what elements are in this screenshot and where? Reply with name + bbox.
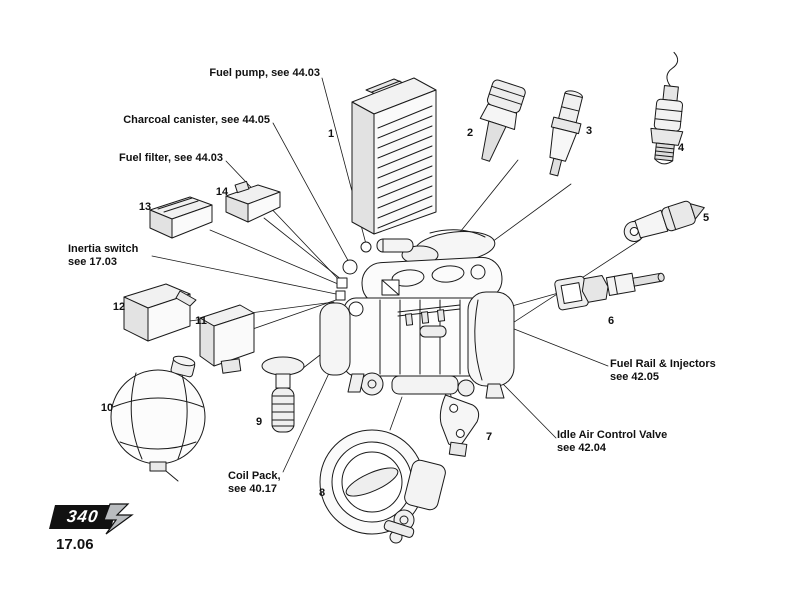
brand-logo-text: 340 [66, 507, 101, 526]
coil-pack-symbol [348, 301, 364, 317]
part-number-13: 13 [138, 201, 152, 213]
inertia-switch-symbol [335, 290, 346, 301]
part-number-8: 8 [318, 487, 326, 499]
callout-coil-pack-line2: see 40.17 [228, 483, 277, 495]
part-number-7: 7 [485, 431, 493, 443]
part-14-relay [225, 180, 281, 223]
callout-fuel-rail-line1: Fuel Rail & Injectors [610, 358, 716, 370]
part-4-oxygen-sensor [650, 51, 684, 165]
part-8-throttle-body [319, 429, 446, 544]
callout-fuel-filter: Fuel filter, see 44.03 [119, 152, 223, 164]
relay-box-symbol [381, 279, 400, 296]
callout-coil-pack-line1: Coil Pack, [228, 470, 281, 482]
callout-inertia-switch: Inertia switch see 17.03 [68, 243, 138, 269]
part-3-sensor [549, 90, 583, 177]
callout-inertia-switch-line1: Inertia switch [68, 243, 139, 255]
part-1-ecu [351, 77, 437, 235]
part-5-crank-sensor [623, 200, 705, 242]
fuel-pump-symbol [360, 238, 414, 253]
brand-logo: 340 [49, 503, 136, 535]
callout-inertia-switch-line2: see 17.03 [68, 256, 117, 268]
part-12-module [123, 283, 197, 342]
fuel-rail-and-injectors [397, 304, 461, 326]
callout-fuel-pump: Fuel pump, see 44.03 [209, 67, 320, 79]
part-number-14: 14 [215, 186, 229, 198]
part-13-relay [149, 196, 213, 239]
callout-idle-air: Idle Air Control Valve see 42.04 [557, 429, 667, 455]
callout-fuel-rail: Fuel Rail & Injectors see 42.05 [610, 358, 716, 384]
part-number-1: 1 [327, 128, 335, 140]
part-9-cam-sensor [261, 356, 305, 433]
part-7-throttle-position-sensor [439, 394, 480, 457]
engine-assembly [319, 229, 515, 399]
brand-logo-swoosh-icon [104, 503, 134, 535]
part-11-module [199, 304, 255, 374]
part-number-10: 10 [100, 402, 114, 414]
fuel-filter-symbol [336, 277, 348, 289]
part-number-4: 4 [677, 142, 685, 154]
callout-idle-air-line1: Idle Air Control Valve [557, 429, 668, 441]
idle-air-control-valve [419, 325, 447, 338]
charcoal-canister-symbol [342, 259, 358, 275]
section-number: 17.06 [56, 536, 94, 553]
callout-fuel-rail-line2: see 42.05 [610, 371, 659, 383]
part-number-3: 3 [585, 125, 593, 137]
part-6-temp-sensor [554, 272, 665, 311]
part-number-11: 11 [195, 315, 207, 327]
part-number-5: 5 [702, 212, 710, 224]
part-number-12: 12 [112, 301, 126, 313]
part-2-sensor [479, 79, 526, 162]
part-number-9: 9 [255, 416, 263, 428]
callout-charcoal-canister: Charcoal canister, see 44.05 [123, 114, 270, 126]
part-number-2: 2 [466, 127, 474, 139]
callout-idle-air-line2: see 42.04 [557, 442, 606, 454]
part-10-expansion-tank [110, 355, 206, 482]
part-number-6: 6 [607, 315, 615, 327]
callout-coil-pack: Coil Pack, see 40.17 [228, 470, 281, 496]
